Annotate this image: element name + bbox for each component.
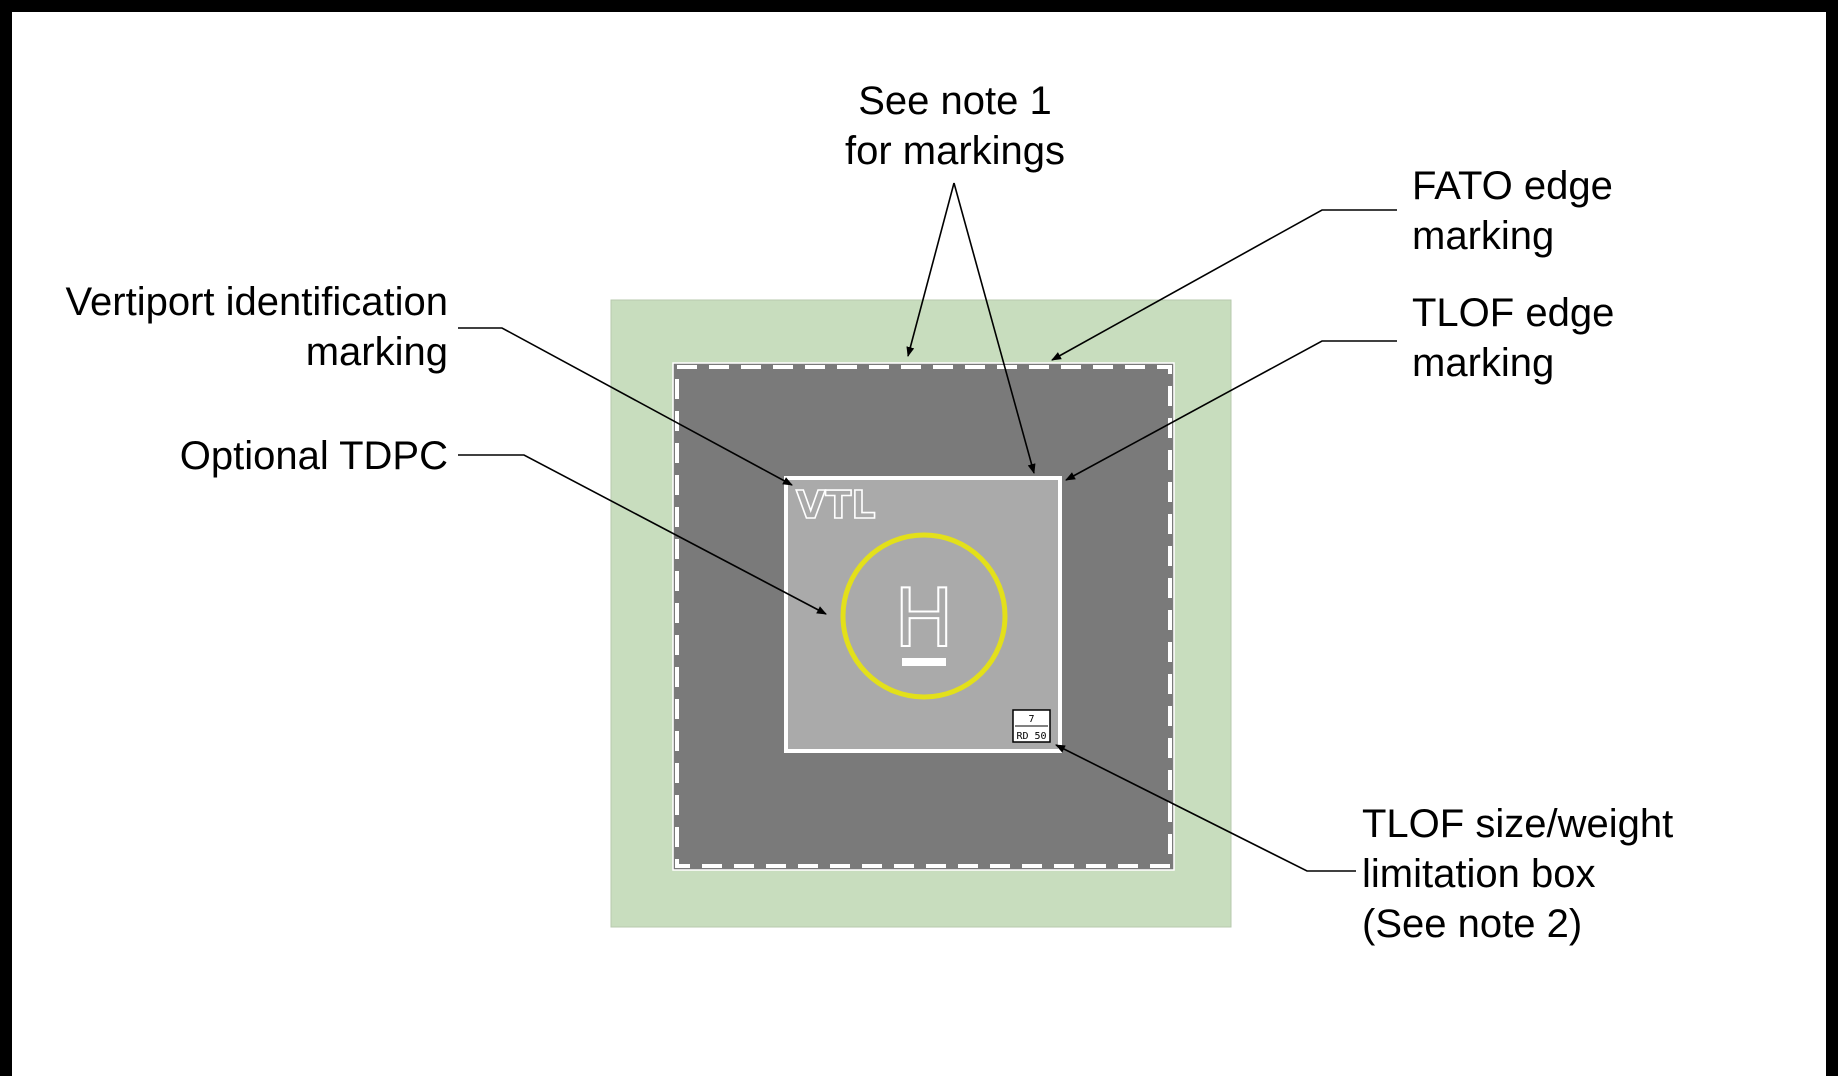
- fato-label-line2: marking: [1412, 214, 1554, 258]
- vertiport-identification-text: VTL: [796, 483, 876, 527]
- tlof-area: [784, 476, 1062, 753]
- limit-leader: [1055, 744, 1356, 872]
- vertiport-leader: [458, 327, 793, 486]
- vertiport-label-line2: marking: [306, 330, 448, 374]
- note1-leader-right: [953, 182, 1036, 474]
- fato-edge-marking: [675, 365, 1172, 868]
- tdpc-circle: [840, 532, 1008, 700]
- limitation-box-top: 7: [1028, 714, 1034, 725]
- fato-leader: [1051, 209, 1397, 361]
- h-symbol: H: [894, 572, 954, 665]
- limit-label-line1: TLOF size/weight: [1362, 802, 1673, 846]
- tlof-label-line1: TLOF edge: [1412, 291, 1614, 335]
- limit-label-line3: (See note 2): [1362, 902, 1582, 946]
- limitation-box-bottom: RD 50: [1016, 731, 1046, 742]
- fato-label-line1: FATO edge: [1412, 164, 1613, 208]
- vertiport-label-line1: Vertiport identification: [66, 280, 448, 324]
- limit-label-line2: limitation box: [1362, 852, 1595, 896]
- tlof-leader: [1065, 340, 1397, 481]
- h-symbol-underline: [902, 658, 946, 666]
- tlof-label-line2: marking: [1412, 341, 1554, 385]
- note1-label-line1: See note 1: [858, 79, 1052, 123]
- note1-leader-left: [906, 182, 955, 357]
- tdpc-leader: [458, 454, 827, 615]
- limitation-box: 7 RD 50: [1012, 709, 1051, 743]
- tdpc-label: Optional TDPC: [180, 434, 448, 478]
- note1-label-line2: for markings: [845, 129, 1065, 173]
